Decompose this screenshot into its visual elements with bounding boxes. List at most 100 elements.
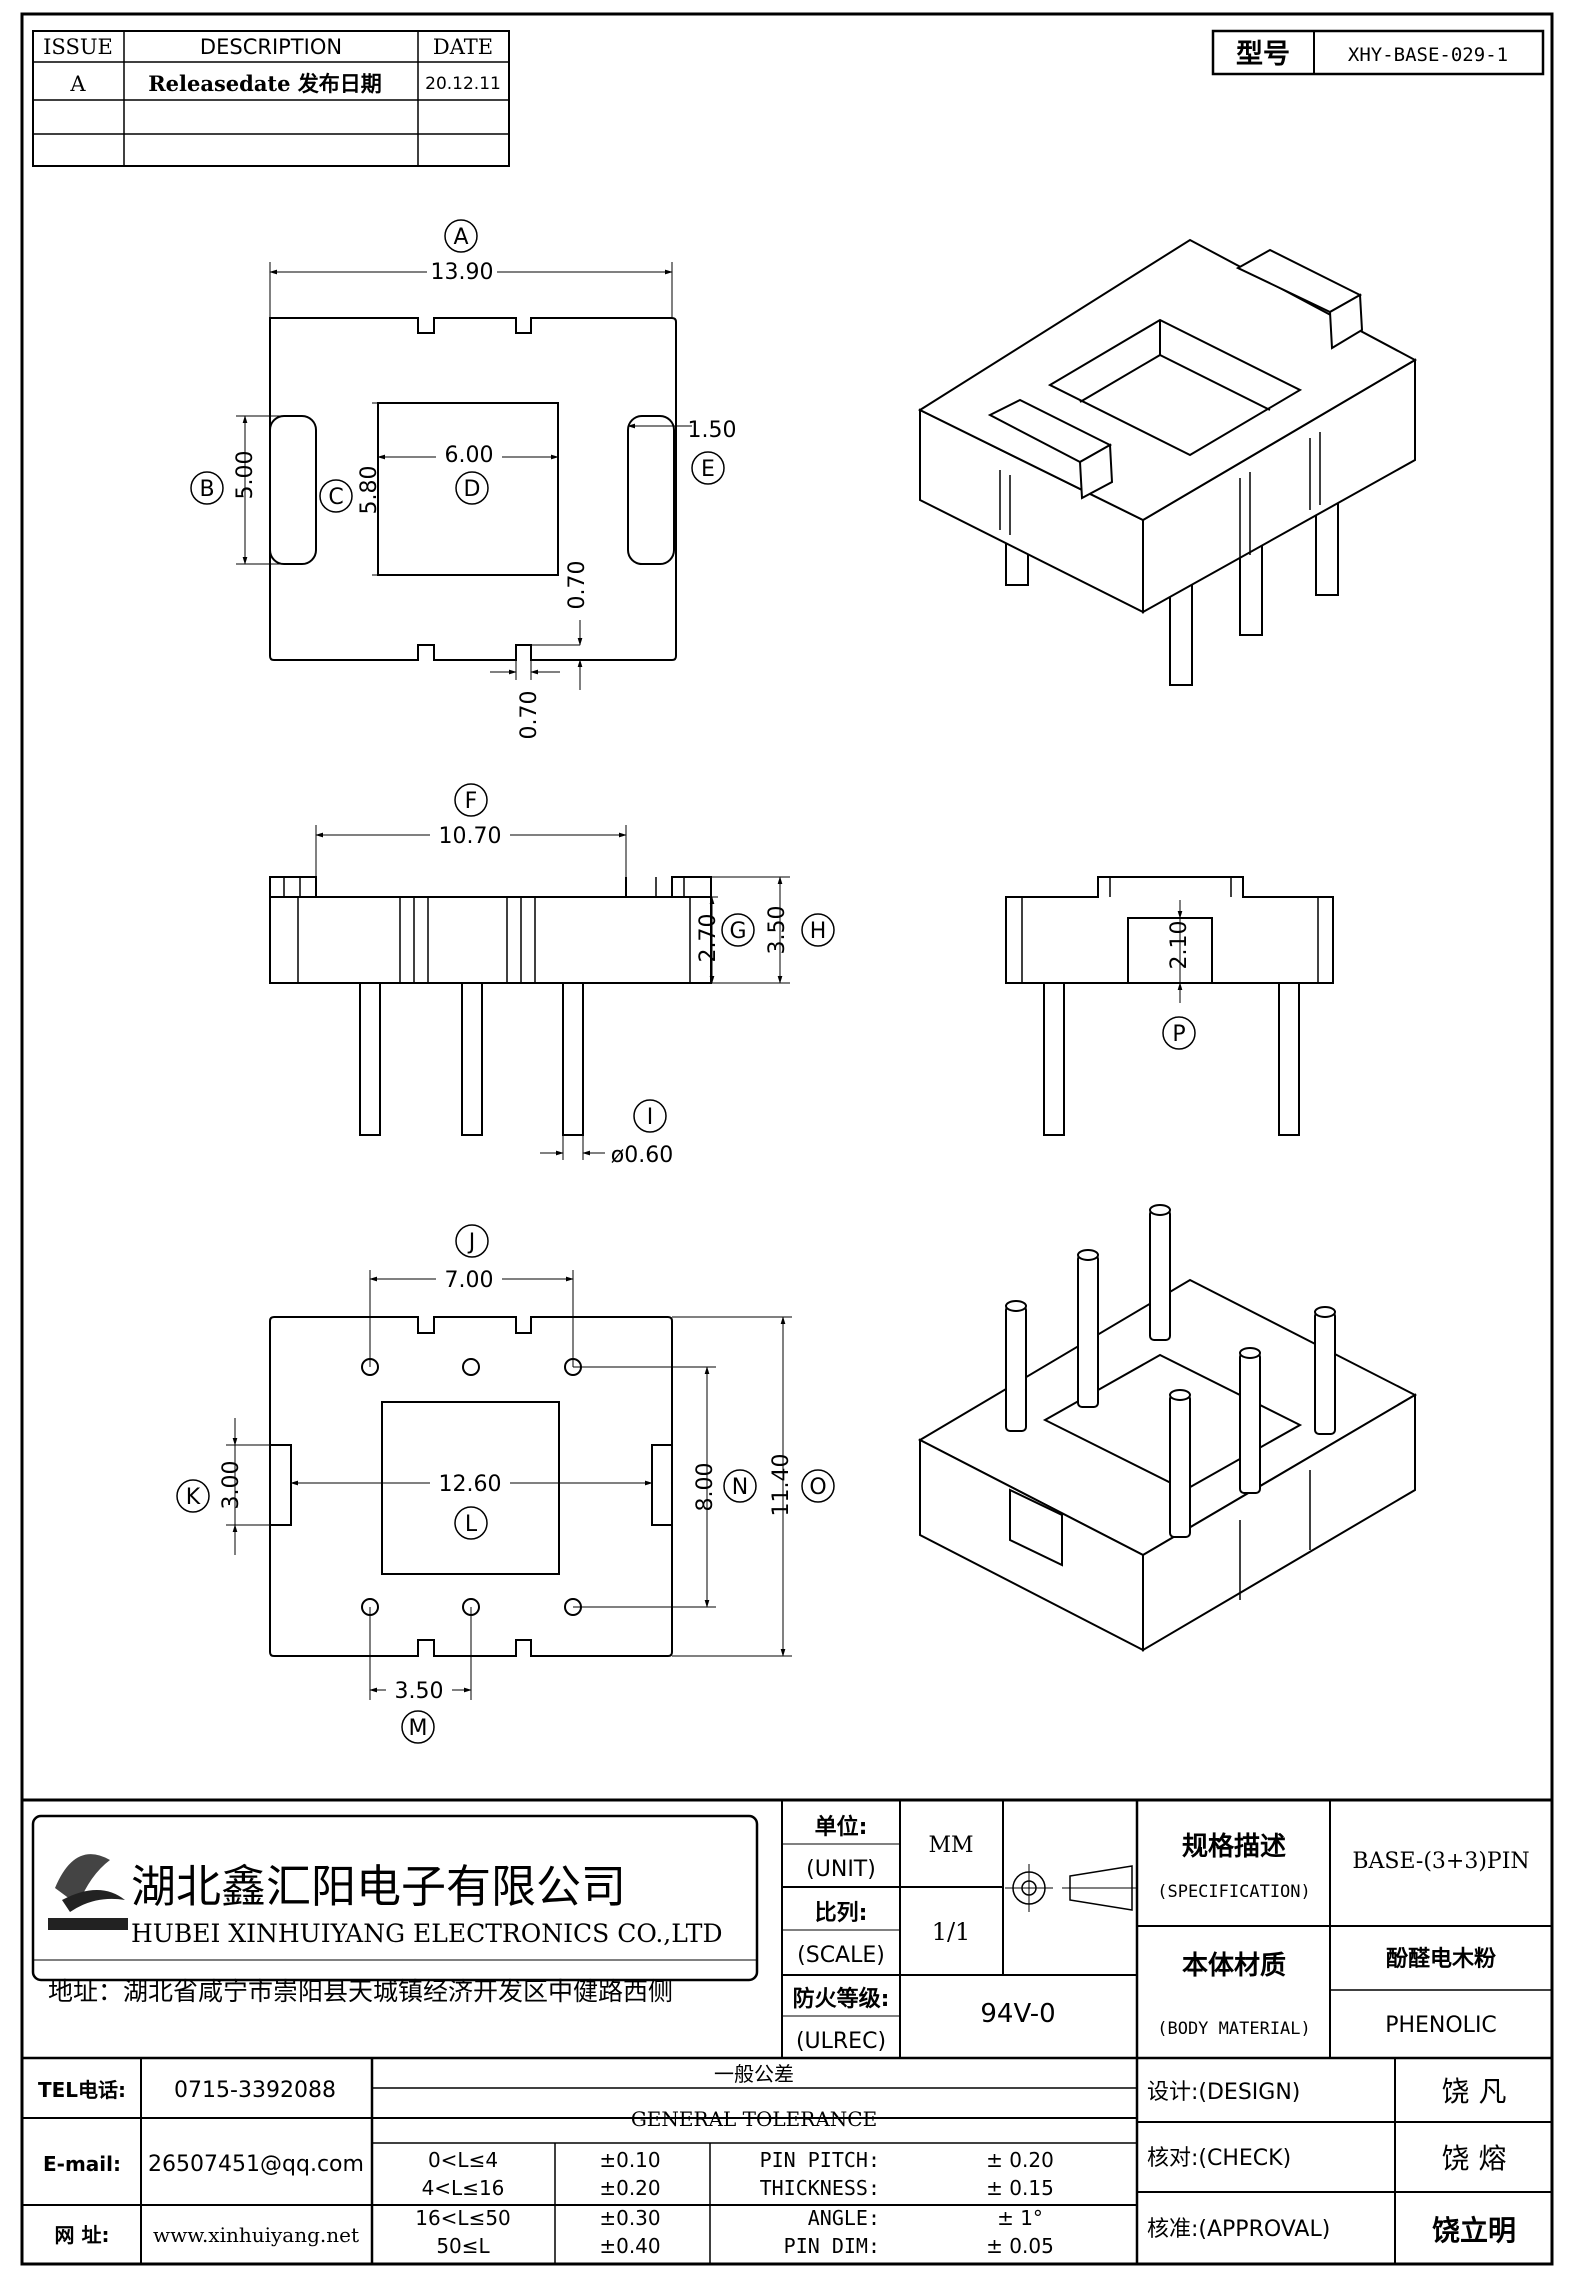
label-F: F bbox=[465, 789, 478, 814]
label-N: N bbox=[732, 1475, 748, 1500]
spec-block: 单位: (UNIT) MM 比列: (SCALE) 1/1 防火等级: (ULR… bbox=[793, 1814, 1530, 2054]
issue-cell: A bbox=[69, 72, 86, 96]
tolerance-title-en: GENERAL TOLERANCE bbox=[631, 2107, 877, 2131]
tolerance-title-cn: 一般公差 bbox=[714, 2062, 794, 2086]
model-label: 型号 bbox=[1236, 39, 1290, 70]
iso-pin-b5 bbox=[1239, 1352, 1261, 1494]
revision-table: ISSUE DESCRIPTION DATE A Releasedate 发布日… bbox=[32, 30, 510, 167]
projection-symbol-cone bbox=[1069, 1865, 1133, 1911]
tol-value-2: ±0.20 bbox=[599, 2176, 660, 2200]
spec-value: BASE-(3+3)PIN bbox=[1352, 1849, 1529, 1874]
side-pin-1 bbox=[1043, 982, 1065, 1136]
label-P: P bbox=[1172, 1022, 1185, 1047]
iso-pin-b1 bbox=[1005, 1305, 1027, 1432]
unit-value: MM bbox=[928, 1833, 973, 1858]
front-view-labels: F 10.70 2.70 G 3.50 H I ø0.60 bbox=[430, 783, 835, 1168]
dim-F: 10.70 bbox=[439, 824, 502, 849]
iso-pin-b4 bbox=[1314, 1311, 1336, 1435]
unit-label-cn: 单位: bbox=[815, 1814, 868, 1840]
tolerance-table: 一般公差 GENERAL TOLERANCE 0<L≤4 4<L≤16 16<L… bbox=[415, 2062, 1054, 2258]
material-value-cn: 酚醛电木粉 bbox=[1386, 1947, 1496, 1972]
dim-M: 3.50 bbox=[395, 1679, 444, 1704]
front-body bbox=[269, 876, 712, 984]
iso-pin-b6 bbox=[1169, 1394, 1191, 1538]
front-pin-3 bbox=[562, 982, 584, 1136]
description-header: DESCRIPTION bbox=[200, 35, 342, 59]
side-body bbox=[1005, 876, 1334, 984]
fire-value: 94V-0 bbox=[980, 1999, 1055, 2029]
design-name: 饶 凡 bbox=[1442, 2075, 1507, 2108]
tol-value-1: ±0.10 bbox=[599, 2148, 660, 2172]
approval-block: 设计:(DESIGN) 饶 凡 核对:(CHECK) 饶 熔 核准:(APPRO… bbox=[1147, 2075, 1516, 2247]
label-K: K bbox=[186, 1485, 201, 1510]
description-cell: Releasedate 发布日期 bbox=[148, 71, 382, 96]
tol-item-value-1: ± 0.20 bbox=[986, 2148, 1054, 2172]
design-label: 设计:(DESIGN) bbox=[1147, 2080, 1300, 2105]
dim-N: 8.00 bbox=[693, 1463, 718, 1512]
label-D: D bbox=[464, 477, 481, 502]
email-label: E-mail: bbox=[43, 2152, 121, 2176]
label-J: J bbox=[467, 1230, 476, 1255]
bottom-tab-right bbox=[651, 1444, 673, 1526]
material-label-cn: 本体材质 bbox=[1182, 1951, 1286, 1981]
model-value: XHY-BASE-029-1 bbox=[1348, 44, 1508, 66]
company-logo bbox=[48, 1854, 128, 1930]
tel-value: 0715-3392088 bbox=[174, 2078, 336, 2103]
check-label: 核对:(CHECK) bbox=[1147, 2146, 1291, 2171]
iso-view-top bbox=[917, 238, 1418, 686]
tol-item-value-4: ± 0.05 bbox=[986, 2234, 1054, 2258]
fire-label-cn: 防火等级: bbox=[793, 1986, 890, 2012]
spec-label-cn: 规格描述 bbox=[1182, 1831, 1286, 1862]
label-B: B bbox=[199, 477, 214, 502]
dim-C: 5.80 bbox=[357, 466, 382, 515]
dim-L: 12.60 bbox=[439, 1472, 502, 1497]
tol-item-4: PIN DIM: bbox=[784, 2234, 880, 2258]
label-H: H bbox=[810, 919, 827, 944]
tol-item-value-3: ± 1° bbox=[997, 2206, 1043, 2230]
unit-label-en: (UNIT) bbox=[806, 1857, 876, 1882]
title-block bbox=[22, 1798, 1552, 2264]
side-pin-2 bbox=[1278, 982, 1300, 1136]
label-G: G bbox=[729, 919, 746, 944]
scale-label-en: (SCALE) bbox=[797, 1943, 885, 1968]
dim-B: 5.00 bbox=[233, 451, 258, 500]
web-value: www.xinhuiyang.net bbox=[153, 2223, 359, 2247]
company-address: 地址：湖北省咸宁市崇阳县天城镇经济开发区中健路西侧 bbox=[48, 1977, 673, 2006]
top-view bbox=[236, 262, 692, 690]
dim-notch-width: 0.70 bbox=[517, 691, 542, 740]
bottom-view-labels: J 7.00 K 3.00 12.60 L 3.50 M 8.00 N 11.4… bbox=[176, 1224, 835, 1744]
tol-range-2: 4<L≤16 bbox=[422, 2176, 505, 2200]
dim-H: 3.50 bbox=[765, 906, 790, 955]
scale-value: 1/1 bbox=[932, 1918, 971, 1946]
dim-I: ø0.60 bbox=[611, 1143, 673, 1168]
date-header: DATE bbox=[433, 35, 493, 59]
issue-header: ISSUE bbox=[43, 35, 113, 59]
spec-label-en: (SPECIFICATION) bbox=[1157, 1882, 1311, 1902]
check-name: 饶 熔 bbox=[1442, 2142, 1507, 2175]
date-cell: 20.12.11 bbox=[425, 74, 501, 94]
tol-item-1: PIN PITCH: bbox=[760, 2148, 880, 2172]
tel-label: TEL电话: bbox=[38, 2078, 126, 2102]
web-label: 网 址: bbox=[55, 2223, 110, 2247]
dim-O: 11.40 bbox=[769, 1454, 794, 1517]
tol-range-4: 50≤L bbox=[436, 2234, 490, 2258]
company-name-cn: 湖北鑫汇阳电子有限公司 bbox=[131, 1860, 626, 1913]
side-view-labels: 2.10 P bbox=[1162, 921, 1196, 1050]
dim-K: 3.00 bbox=[219, 1461, 244, 1510]
label-A: A bbox=[453, 225, 468, 250]
company-name-en: HUBEI XINHUIYANG ELECTRONICS CO.,LTD bbox=[131, 1919, 723, 1948]
label-O: O bbox=[809, 1475, 826, 1500]
material-value-en: PHENOLIC bbox=[1385, 2013, 1497, 2038]
label-E: E bbox=[701, 457, 715, 482]
bottom-body bbox=[269, 1316, 673, 1657]
approval-name: 饶立明 bbox=[1432, 2214, 1516, 2247]
label-C: C bbox=[328, 485, 343, 510]
tol-item-value-2: ± 0.15 bbox=[986, 2176, 1054, 2200]
label-I: I bbox=[647, 1105, 654, 1130]
tol-value-4: ±0.40 bbox=[599, 2234, 660, 2258]
iso-view-bottom bbox=[917, 1204, 1418, 1652]
fire-label-en: (ULREC) bbox=[796, 2029, 886, 2054]
tol-item-3: ANGLE: bbox=[808, 2206, 880, 2230]
tol-item-2: THICKNESS: bbox=[760, 2176, 880, 2200]
